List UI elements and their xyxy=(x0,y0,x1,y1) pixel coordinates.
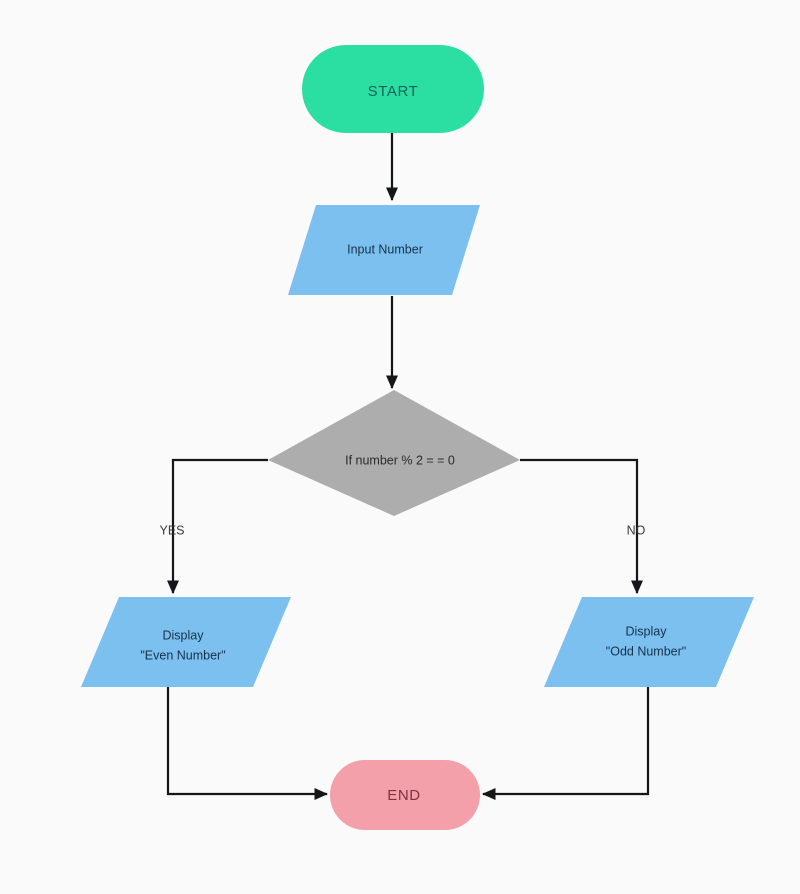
display-odd-shape xyxy=(544,597,754,687)
display-even-label-line2: "Even Number" xyxy=(140,648,225,662)
node-input-number[interactable]: Input Number xyxy=(288,205,480,295)
edge-odd-to-end xyxy=(481,687,650,801)
display-even-shape xyxy=(81,597,291,687)
node-decision-modulo[interactable]: If number % 2 = = 0 xyxy=(268,390,520,516)
start-shape xyxy=(302,45,484,133)
start-label: START xyxy=(368,83,419,100)
input-number-label: Input Number xyxy=(347,242,423,256)
node-display-odd[interactable]: Display "Odd Number" xyxy=(544,597,754,687)
edge-label-yes: YES xyxy=(159,523,184,537)
edge-decision-to-even xyxy=(166,458,268,595)
decision-label: If number % 2 = = 0 xyxy=(345,453,455,467)
display-odd-label-line2: "Odd Number" xyxy=(606,644,686,658)
display-odd-label-line1: Display xyxy=(626,624,668,638)
edge-labels-layer: YES NO xyxy=(159,523,645,537)
edge-decision-to-odd xyxy=(520,458,644,595)
end-shape xyxy=(330,760,480,830)
node-end[interactable]: END xyxy=(330,760,480,830)
input-number-shape xyxy=(288,205,480,295)
decision-shape xyxy=(268,390,520,516)
end-label: END xyxy=(387,787,420,804)
connectors-layer xyxy=(166,133,650,801)
edge-label-no: NO xyxy=(627,523,646,537)
display-even-label-line1: Display xyxy=(163,628,205,642)
node-display-even[interactable]: Display "Even Number" xyxy=(81,597,291,687)
node-start[interactable]: START xyxy=(302,45,484,133)
edge-even-to-end xyxy=(166,687,329,801)
